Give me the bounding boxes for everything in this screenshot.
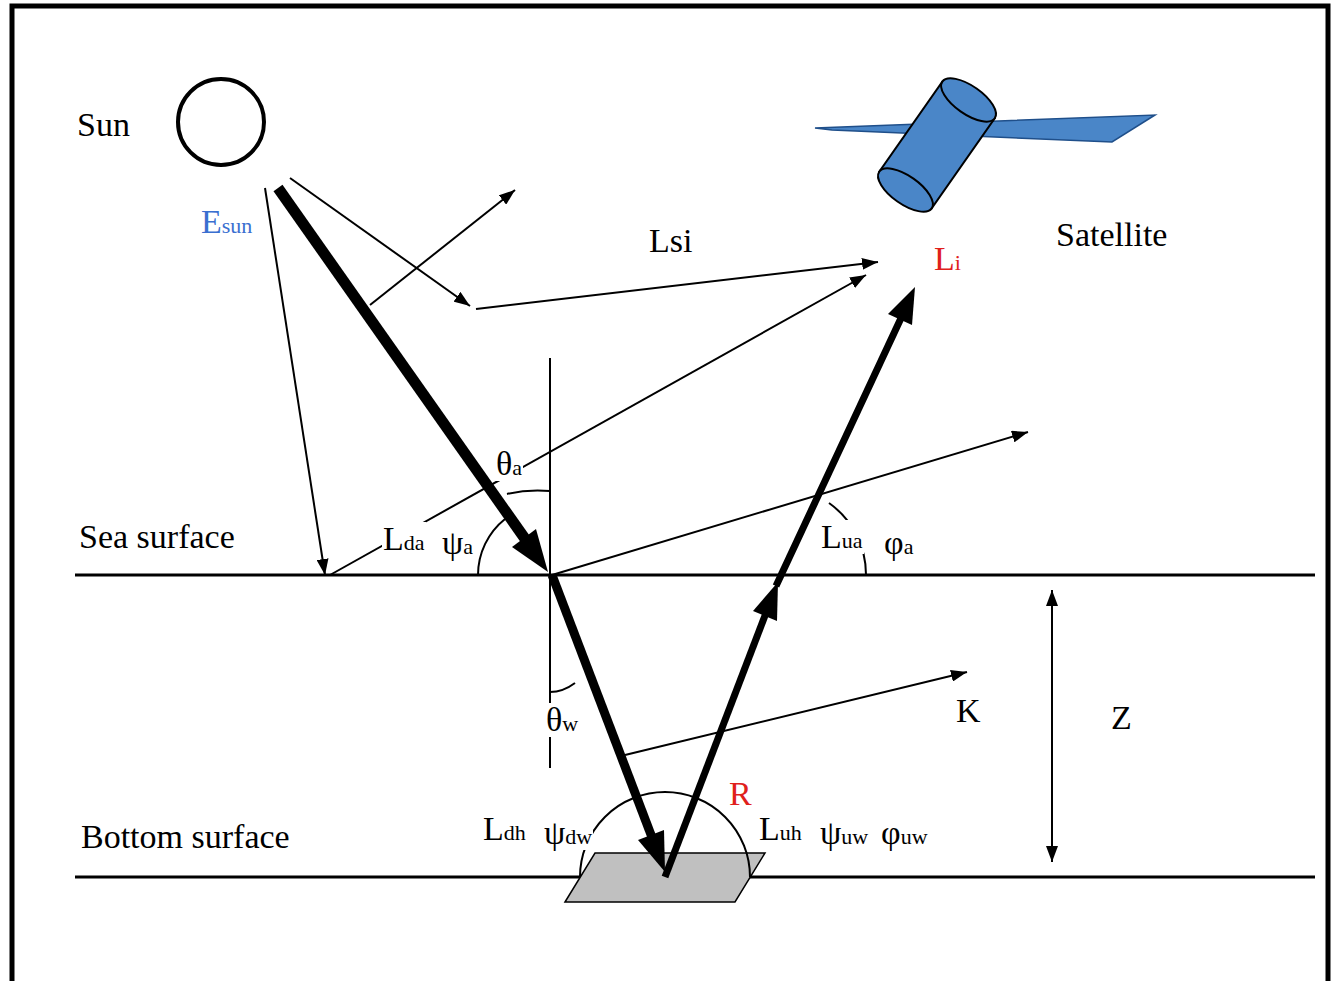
bottom-patch — [565, 853, 765, 902]
angle-label: ψa — [441, 526, 474, 560]
radiance-label: Lsi — [648, 224, 693, 258]
satellite-icon — [815, 70, 1155, 220]
angle-arcs — [478, 490, 866, 877]
radiance-label: Li — [933, 242, 962, 276]
angle-label: φuw — [880, 816, 929, 850]
attenuation-label: K — [955, 694, 982, 728]
radiance-label: Lda — [382, 522, 426, 556]
radiance-label: Luh — [758, 812, 803, 846]
radiance-label: Ldh — [482, 812, 527, 846]
reflectance-label: R — [728, 777, 753, 811]
angle-label: φa — [883, 526, 914, 560]
irradiance-label: Esun — [200, 205, 253, 239]
main-ray — [278, 188, 915, 877]
angle-label: θa — [495, 447, 523, 481]
angle-label: ψdw — [543, 816, 593, 850]
thin-rays — [265, 178, 1052, 862]
angle-label: ψuw — [819, 816, 869, 850]
satellite-label: Satellite — [1055, 218, 1168, 252]
sun-circle: Sun — [176, 77, 266, 167]
frame — [12, 6, 1328, 981]
surface-label: Sea surface — [78, 520, 236, 554]
radiance-label: Lua — [820, 520, 864, 554]
sea-surface-line — [75, 574, 1315, 577]
angle-label: θw — [545, 703, 579, 737]
depth-label: Z — [1110, 701, 1133, 735]
sun-label: Sun — [77, 108, 130, 142]
surface-label: Bottom surface — [80, 820, 291, 854]
